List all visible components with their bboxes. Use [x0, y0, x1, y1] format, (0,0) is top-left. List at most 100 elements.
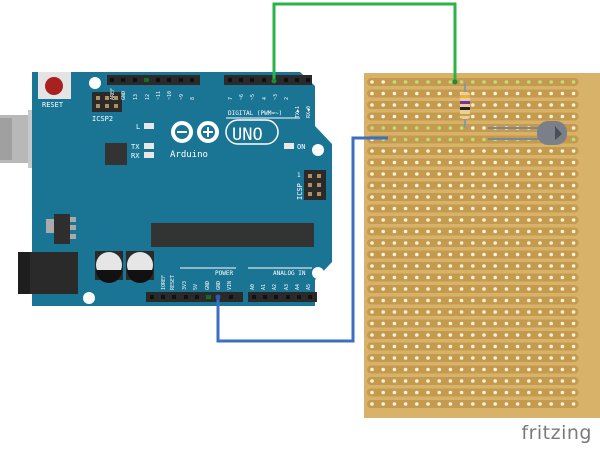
strip-hole [437, 298, 442, 303]
strip-hole [515, 275, 520, 280]
strip-hole [426, 206, 430, 211]
strip-hole [403, 402, 408, 406]
strip-hole [426, 264, 430, 268]
strip-hole [471, 356, 475, 360]
strip-hole [403, 367, 408, 372]
strip-hole [392, 137, 397, 142]
strip-hole [437, 229, 442, 234]
strip-hole [426, 160, 430, 165]
strip-hole [437, 367, 442, 372]
strip-hole [482, 298, 486, 303]
strip-hole [448, 333, 453, 337]
strip-hole [381, 80, 386, 84]
svg-text:A1: A1 [261, 284, 267, 290]
strip-hole [560, 264, 565, 268]
strip-hole [493, 241, 498, 245]
strip-hole [437, 160, 442, 165]
strip-hole [415, 310, 419, 314]
strip-hole [493, 229, 498, 234]
strip-hole [370, 379, 374, 383]
strip-hole [471, 195, 475, 199]
strip-hole [482, 218, 486, 222]
strip-hole [515, 218, 520, 222]
strip-hole [527, 241, 531, 245]
strip-hole [392, 103, 397, 107]
strip-hole [403, 298, 408, 303]
strip-hole [370, 149, 374, 153]
power-label: POWER [215, 270, 233, 277]
strip-hole [538, 402, 542, 406]
power-header[interactable] [146, 292, 317, 302]
strip-hole [482, 344, 486, 349]
strip-hole [381, 264, 386, 268]
strip-hole [426, 356, 430, 360]
strip-hole [448, 367, 453, 372]
strip-hole [426, 241, 430, 245]
strip-hole [482, 310, 486, 314]
strip-hole [515, 229, 520, 234]
strip-hole [426, 91, 430, 96]
strip-hole [560, 367, 565, 372]
digital-header[interactable] [107, 75, 312, 85]
strip-hole [448, 321, 453, 326]
strip-hole [482, 402, 486, 406]
strip-hole [392, 172, 397, 176]
strip-hole [527, 183, 531, 188]
strip-hole [448, 379, 453, 383]
strip-hole [471, 80, 475, 84]
strip-hole [504, 91, 509, 96]
strip-hole [392, 390, 397, 395]
led[interactable] [488, 121, 567, 145]
strip-hole [381, 390, 386, 395]
strip-hole [560, 195, 565, 199]
strip-hole [437, 379, 442, 383]
strip-hole [392, 80, 397, 84]
strip-hole [515, 91, 520, 96]
stripboard[interactable] [364, 73, 600, 418]
strip-hole [538, 275, 542, 280]
strip-hole [549, 379, 553, 383]
strip-hole [515, 390, 520, 395]
strip-hole [493, 218, 498, 222]
strip-hole [538, 333, 542, 337]
reset-button[interactable] [38, 72, 71, 99]
strip-hole [549, 298, 553, 303]
strip-hole [370, 241, 374, 245]
strip-hole [392, 333, 397, 337]
strip-hole [415, 321, 419, 326]
strip-hole [403, 206, 408, 211]
strip-hole [415, 172, 419, 176]
strip-hole [571, 218, 576, 222]
strip-hole [471, 126, 475, 130]
strip-hole [527, 218, 531, 222]
strip-hole [571, 206, 576, 211]
strip-hole [448, 160, 453, 165]
strip-hole [515, 241, 520, 245]
strip-hole [370, 402, 374, 406]
blue-wire[interactable] [216, 136, 388, 343]
arduino-board[interactable] [32, 72, 332, 306]
strip-hole [560, 241, 565, 245]
strip-hole [426, 344, 430, 349]
strip-hole [482, 287, 486, 291]
strip-hole [571, 172, 576, 176]
resistor[interactable] [460, 83, 470, 128]
strip-hole [515, 114, 520, 119]
strip-hole [403, 344, 408, 349]
strip-hole [370, 367, 374, 372]
strip-hole [415, 333, 419, 337]
strip-hole [549, 287, 553, 291]
strip-hole [560, 390, 565, 395]
strip-hole [560, 103, 565, 107]
strip-hole [415, 287, 419, 291]
green-wire[interactable] [272, 2, 457, 82]
strip-hole [538, 172, 542, 176]
strip-hole [448, 252, 453, 257]
strip-hole [370, 298, 374, 303]
strip-hole [459, 229, 464, 234]
strip-hole [527, 252, 531, 257]
strip-hole [381, 160, 386, 165]
strip-hole [459, 149, 464, 153]
strip-hole [482, 229, 486, 234]
strip-hole [471, 390, 475, 395]
